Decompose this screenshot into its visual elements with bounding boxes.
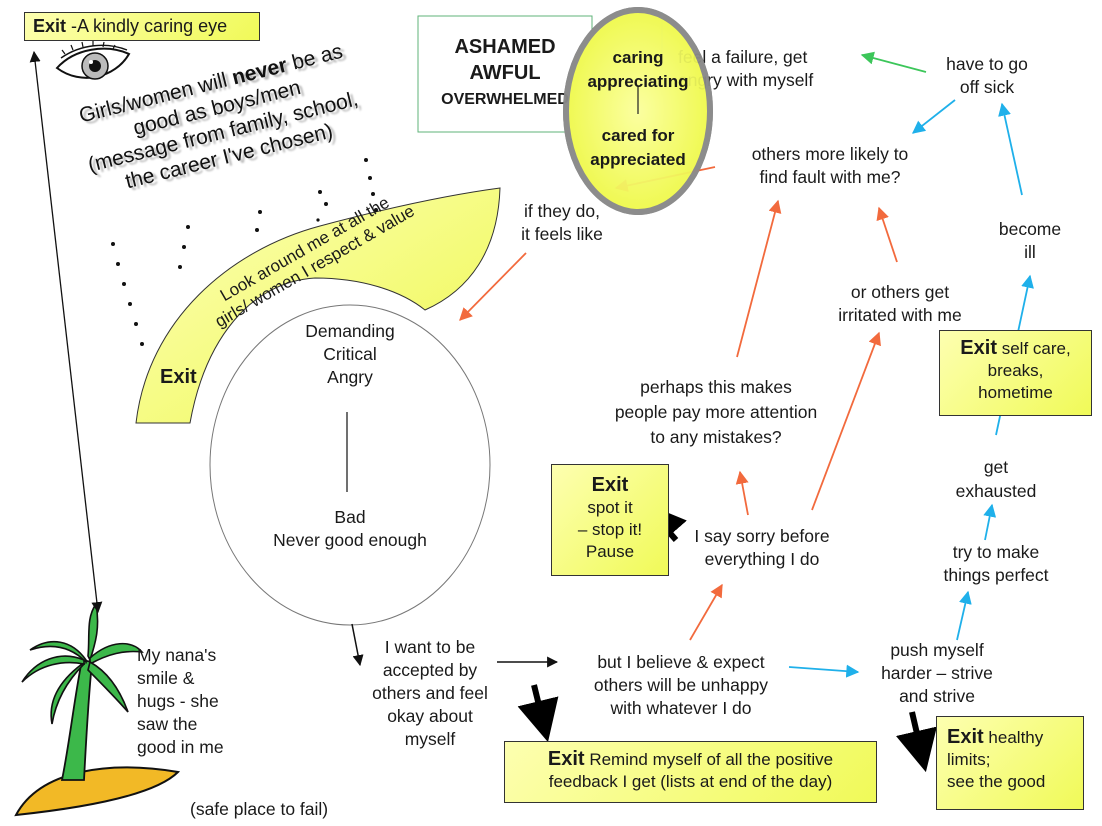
node-irritated: or others get irritated with me: [838, 282, 962, 325]
dotted-rays: [111, 158, 378, 346]
node-if-they-do: if they do, it feels like: [521, 201, 603, 244]
big-arrow-to-healthy: [895, 711, 937, 773]
arrow-offsick-to-failure: [860, 51, 927, 73]
arrow-believe-to-push: [788, 664, 860, 678]
arrow-push-to-perfect: [956, 590, 972, 641]
exit-self-care: Exit self care, breaks, hometime: [939, 330, 1092, 416]
node-exhausted: get exhausted: [955, 457, 1037, 501]
oval-top-text: caring appreciating: [566, 46, 710, 94]
node-feel-failure: feel a failure, get angry with myself: [678, 47, 814, 90]
arrow-eye-to-island: [29, 50, 103, 614]
shame-box: [417, 15, 593, 133]
exit-word: Exit: [947, 726, 984, 748]
oval-word-caring: caring: [612, 48, 664, 67]
ray-3: [255, 210, 262, 232]
exit-word: Exit: [591, 474, 629, 496]
exit-kindly-eye-text: -A kindly caring eye: [71, 16, 228, 36]
arrow-ill-to-offsick: [998, 102, 1023, 196]
arc-exit-label: Exit: [160, 366, 197, 388]
oval-word-appreciated: appreciated: [590, 150, 686, 169]
shame-text: ASHAMED AWFUL OVERWHELMED: [418, 34, 592, 112]
oval-word-cared-for: cared for: [601, 126, 675, 145]
ray-5: [364, 158, 375, 196]
exit-remind: Exit Remind myself of all the positive f…: [504, 741, 877, 803]
ray-2: [178, 225, 190, 269]
shame-awful: AWFUL: [469, 62, 541, 84]
exit-word: Exit: [33, 16, 67, 36]
exit-word: Exit: [960, 337, 997, 359]
arrow-sorry-to-irritated: [811, 331, 881, 511]
circle-word-demanding: Demanding: [305, 321, 395, 341]
ray-4: [318, 190, 328, 206]
exit-word: Exit: [547, 748, 585, 770]
arrow-irritated-to-fault: [876, 206, 898, 263]
circle-word-angry: Angry: [327, 367, 373, 387]
palm-tree-icon: [14, 601, 181, 817]
exit-spot-it: Exit spot it – stop it! Pause: [551, 464, 669, 576]
exit-healthy: Exit healthy limits; see the good: [936, 716, 1084, 810]
ray-1: [111, 242, 144, 346]
big-arrow-to-remind: [517, 684, 559, 743]
self-critic-circle: [209, 304, 491, 626]
node-sorry: I say sorry before everything I do: [694, 526, 830, 569]
oval-word-appreciating: appreciating: [587, 72, 689, 91]
circle-bottom-text: Bad Never good enough: [240, 506, 460, 552]
arrow-attention-to-fault: [736, 199, 782, 358]
arrow-believe-to-sorry: [689, 583, 723, 641]
node-attention: perhaps this makes people pay more atten…: [614, 377, 818, 447]
node-accepted: I want to be accepted by others and feel…: [372, 637, 488, 749]
node-safe-place: (safe place to fail): [190, 799, 329, 819]
arrow-sorry-to-attention: [735, 470, 749, 516]
node-become-ill: become ill: [998, 219, 1062, 262]
circle-word-never-good: Never good enough: [273, 530, 427, 550]
oval-bottom-text: cared for appreciated: [566, 124, 710, 172]
node-push: push myself harder – strive and strive: [881, 640, 993, 706]
node-off-sick: have to go off sick: [946, 54, 1028, 97]
node-perfect: try to make things perfect: [943, 542, 1049, 585]
arrow-perfect-to-exhausted: [983, 503, 997, 541]
circle-top-text: Demanding Critical Angry: [270, 320, 430, 389]
arrow-circle-to-accepted: [351, 623, 364, 667]
arrow-iftheydo-to-circle: [459, 252, 527, 321]
circle-word-critical: Critical: [323, 344, 377, 364]
node-fault: others more likely to find fault with me…: [751, 144, 909, 187]
exit-kindly-eye: Exit -A kindly caring eye: [24, 12, 260, 41]
circle-word-bad: Bad: [334, 507, 366, 527]
shame-overwhelmed: OVERWHELMED: [441, 91, 569, 108]
node-believe: but I believe & expect others will be un…: [593, 652, 769, 718]
shame-ashamed: ASHAMED: [454, 36, 556, 58]
exit-arc: [135, 187, 501, 424]
node-nana: My nana's smile & hugs - she saw the goo…: [137, 645, 224, 757]
arrow-offsick-to-fault: [911, 99, 956, 134]
